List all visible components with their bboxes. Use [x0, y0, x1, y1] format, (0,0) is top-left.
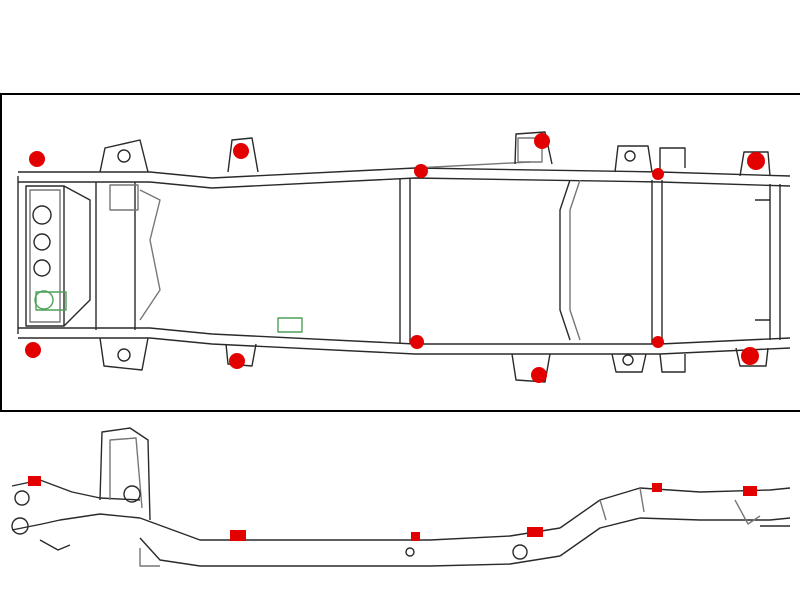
top-view-point-front-left-upper	[29, 151, 45, 167]
cross-members	[399, 178, 781, 344]
upper-body-mounts	[99, 131, 771, 177]
side-view-point-5	[652, 483, 662, 492]
side-main-rail	[139, 517, 561, 567]
top-view-point-front-left-lower	[25, 342, 41, 358]
measurement-points	[25, 133, 765, 541]
frame-side-view	[11, 427, 791, 567]
side-view-point-6	[743, 486, 757, 496]
side-front-tower	[99, 427, 151, 521]
top-view-point-2-upper	[233, 143, 249, 159]
side-view-point-4	[527, 527, 543, 537]
upper-side-rail	[18, 161, 791, 189]
frame-top-view	[17, 131, 791, 383]
top-view-point-3-lower	[410, 335, 424, 349]
top-view-point-2-lower	[229, 353, 245, 369]
top-view-point-3-upper	[414, 164, 428, 178]
top-view-point-4-lower	[531, 367, 547, 383]
top-view-point-5-upper	[652, 168, 664, 180]
side-front-horn	[11, 479, 141, 551]
side-rear-kickup	[559, 487, 791, 557]
lower-side-rail	[18, 327, 791, 355]
front-cross-member	[17, 176, 91, 334]
lower-body-mounts	[35, 291, 769, 383]
side-view-point-2	[230, 530, 246, 541]
side-view-point-3	[411, 532, 420, 541]
top-view-point-rear-lower	[741, 347, 759, 365]
top-view-point-4-upper	[534, 133, 550, 149]
top-view-point-rear-upper	[747, 152, 765, 170]
side-view-point-1	[28, 476, 41, 486]
front-suspension-area	[95, 182, 161, 330]
top-view-point-5-lower	[652, 336, 664, 348]
